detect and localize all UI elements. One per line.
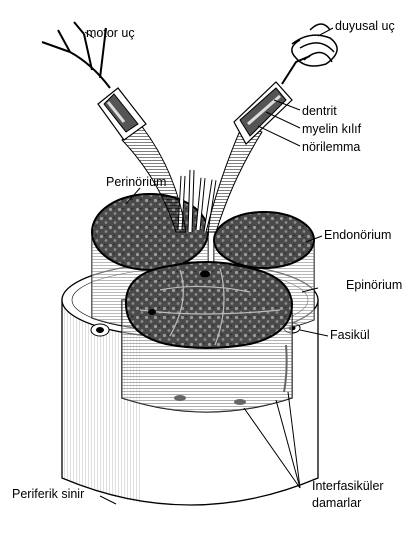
label-interfascicular: İnterfasiküler [312, 479, 384, 493]
label-perineurium: Perinörium [106, 175, 166, 189]
label-sensory-end: duyusal uç [335, 19, 395, 33]
label-dendrite: dentrit [302, 104, 337, 118]
label-fascicle: Fasikül [330, 328, 370, 342]
fascicle-front [122, 262, 292, 412]
label-motor-end: motor uç [86, 26, 135, 40]
label-myelin-sheath: myelin kılıf [302, 122, 361, 136]
label-endoneurium: Endonörium [324, 228, 391, 242]
label-epineurium: Epinörium [346, 278, 402, 292]
label-vessels: damarlar [312, 496, 361, 510]
label-neurilemma: nörilemma [302, 140, 360, 154]
label-peripheral-nerve: Periferik sinir [12, 487, 84, 501]
motor-fiber [42, 22, 186, 232]
